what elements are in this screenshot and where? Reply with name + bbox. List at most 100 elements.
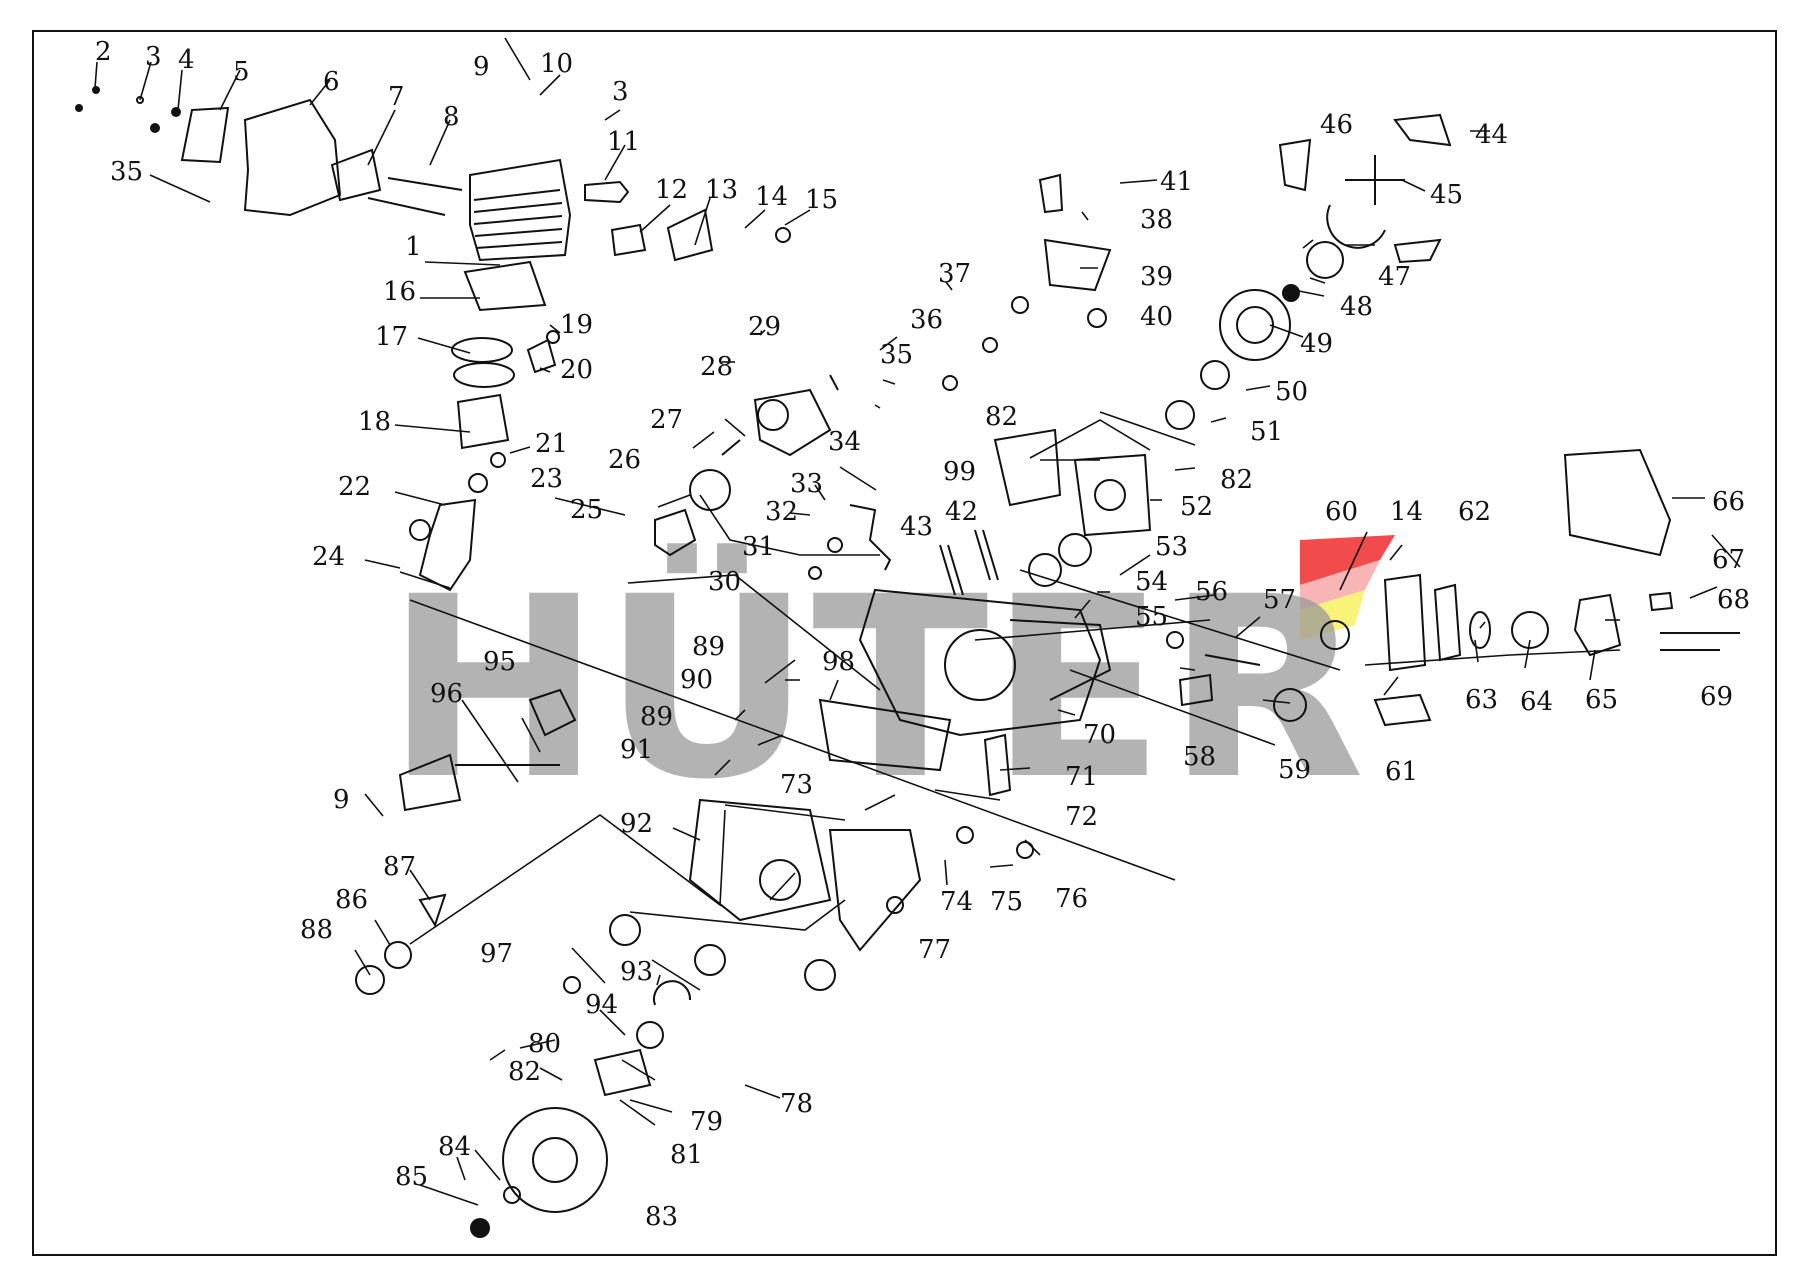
part-28-pump-disc — [757, 399, 789, 431]
part-17-ring-a — [451, 337, 513, 363]
callout-19: 19 — [560, 310, 593, 340]
part-62-plate — [1433, 583, 1462, 662]
part-37-bolt — [1011, 296, 1029, 314]
callout-8: 8 — [443, 102, 460, 132]
part-79-plate — [593, 1048, 652, 1097]
part-94-washer — [636, 1021, 664, 1049]
callout-64: 64 — [1520, 687, 1553, 717]
callout-29: 29 — [748, 312, 781, 342]
callout-33: 33 — [790, 469, 823, 499]
callout-40: 40 — [1140, 302, 1173, 332]
callout-20: 20 — [560, 355, 593, 385]
part-58-bracket — [1178, 673, 1214, 707]
callout-82c: 82 — [508, 1057, 541, 1087]
callout-79: 79 — [690, 1107, 723, 1137]
callout-30: 30 — [708, 567, 741, 597]
callout-51: 51 — [1250, 417, 1283, 447]
watermark-pink-swoosh — [1300, 560, 1380, 610]
callout-35: 35 — [110, 157, 143, 187]
part-29-screw — [829, 374, 839, 391]
part-12-flange — [610, 223, 647, 257]
part-83-flywheel — [502, 1107, 608, 1213]
callout-2: 2 — [95, 37, 112, 67]
leader-lines — [94, 37, 1741, 1206]
part-52-hub — [1094, 479, 1126, 511]
callout-99: 99 — [943, 457, 976, 487]
part-8-rod-b — [367, 197, 446, 216]
part-40-bushing — [1087, 308, 1107, 328]
callout-14: 14 — [755, 182, 788, 212]
callout-95: 95 — [483, 647, 516, 677]
callout-63: 63 — [1465, 685, 1498, 715]
callout-89b: 89 — [640, 702, 673, 732]
part-99-plate — [993, 428, 1062, 507]
callout-41: 41 — [1160, 167, 1193, 197]
part-26-seal — [689, 469, 731, 511]
part-51-bearing — [1165, 400, 1195, 430]
callout-10: 10 — [540, 49, 573, 79]
part-44-shoe — [1393, 113, 1452, 147]
part-60-carburetor — [1383, 573, 1427, 672]
part-70-bore — [944, 629, 1016, 701]
callout-11: 11 — [607, 127, 640, 157]
part-18-piston — [456, 393, 510, 450]
callout-16: 16 — [383, 277, 416, 307]
part-49-drum — [1219, 289, 1291, 361]
part-15-seal — [775, 227, 791, 243]
part-47-washer — [1306, 241, 1344, 279]
callout-67: 67 — [1712, 545, 1745, 575]
part-46-spring — [1326, 204, 1386, 249]
part-45-hub — [1345, 155, 1405, 205]
callout-87: 87 — [383, 852, 416, 882]
part-22-bearing — [409, 519, 431, 541]
callout-75: 75 — [990, 887, 1023, 917]
callout-43: 43 — [900, 512, 933, 542]
callout-59: 59 — [1278, 755, 1311, 785]
part-22-crankshaft — [418, 498, 477, 592]
engine-parts — [75, 86, 1740, 1238]
part-31-screw — [808, 566, 822, 580]
callout-82: 82 — [985, 402, 1018, 432]
callout-15: 15 — [805, 185, 838, 215]
callout-98: 98 — [822, 647, 855, 677]
callout-31: 31 — [742, 532, 775, 562]
part-1-cylinder-fins — [473, 189, 563, 249]
callout-37: 37 — [938, 259, 971, 289]
part-44c-shoe — [1393, 238, 1442, 264]
part-84-washer — [503, 1186, 521, 1204]
part-36-nut — [982, 337, 998, 353]
callout-55: 55 — [1135, 602, 1168, 632]
part-4b-nut — [150, 123, 160, 133]
callout-17: 17 — [375, 322, 408, 352]
callout-6: 6 — [323, 67, 340, 97]
part-buffer-a — [609, 914, 641, 946]
callout-25: 25 — [570, 495, 603, 525]
part-74-handle — [828, 829, 922, 952]
callout-48: 48 — [1340, 292, 1373, 322]
callout-45: 45 — [1430, 180, 1463, 210]
part-6-cylinder-cover — [243, 98, 342, 217]
part-23-bearing — [468, 473, 488, 493]
callout-13: 13 — [705, 175, 738, 205]
callout-54: 54 — [1135, 567, 1168, 597]
part-61-gasket — [1373, 693, 1432, 727]
callout-42: 42 — [945, 497, 978, 527]
callout-52: 52 — [1180, 492, 1213, 522]
callout-27: 27 — [650, 405, 683, 435]
watermark-yellow-swoosh — [1300, 590, 1365, 640]
part-50-sprocket — [1200, 360, 1230, 390]
callout-82b: 82 — [1220, 465, 1253, 495]
part-16-gasket — [463, 260, 547, 312]
callout-61: 61 — [1385, 757, 1418, 787]
part-28-oil-pump — [753, 388, 832, 457]
part-60-washer — [1320, 620, 1350, 650]
callout-81: 81 — [670, 1140, 703, 1170]
part-21-clip — [490, 452, 506, 468]
callout-21: 21 — [535, 429, 568, 459]
diagram-border — [32, 30, 1777, 1256]
callout-62: 62 — [1458, 497, 1491, 527]
callout-66: 66 — [1712, 487, 1745, 517]
callout-1: 1 — [405, 232, 422, 262]
callout-24: 24 — [312, 542, 345, 572]
